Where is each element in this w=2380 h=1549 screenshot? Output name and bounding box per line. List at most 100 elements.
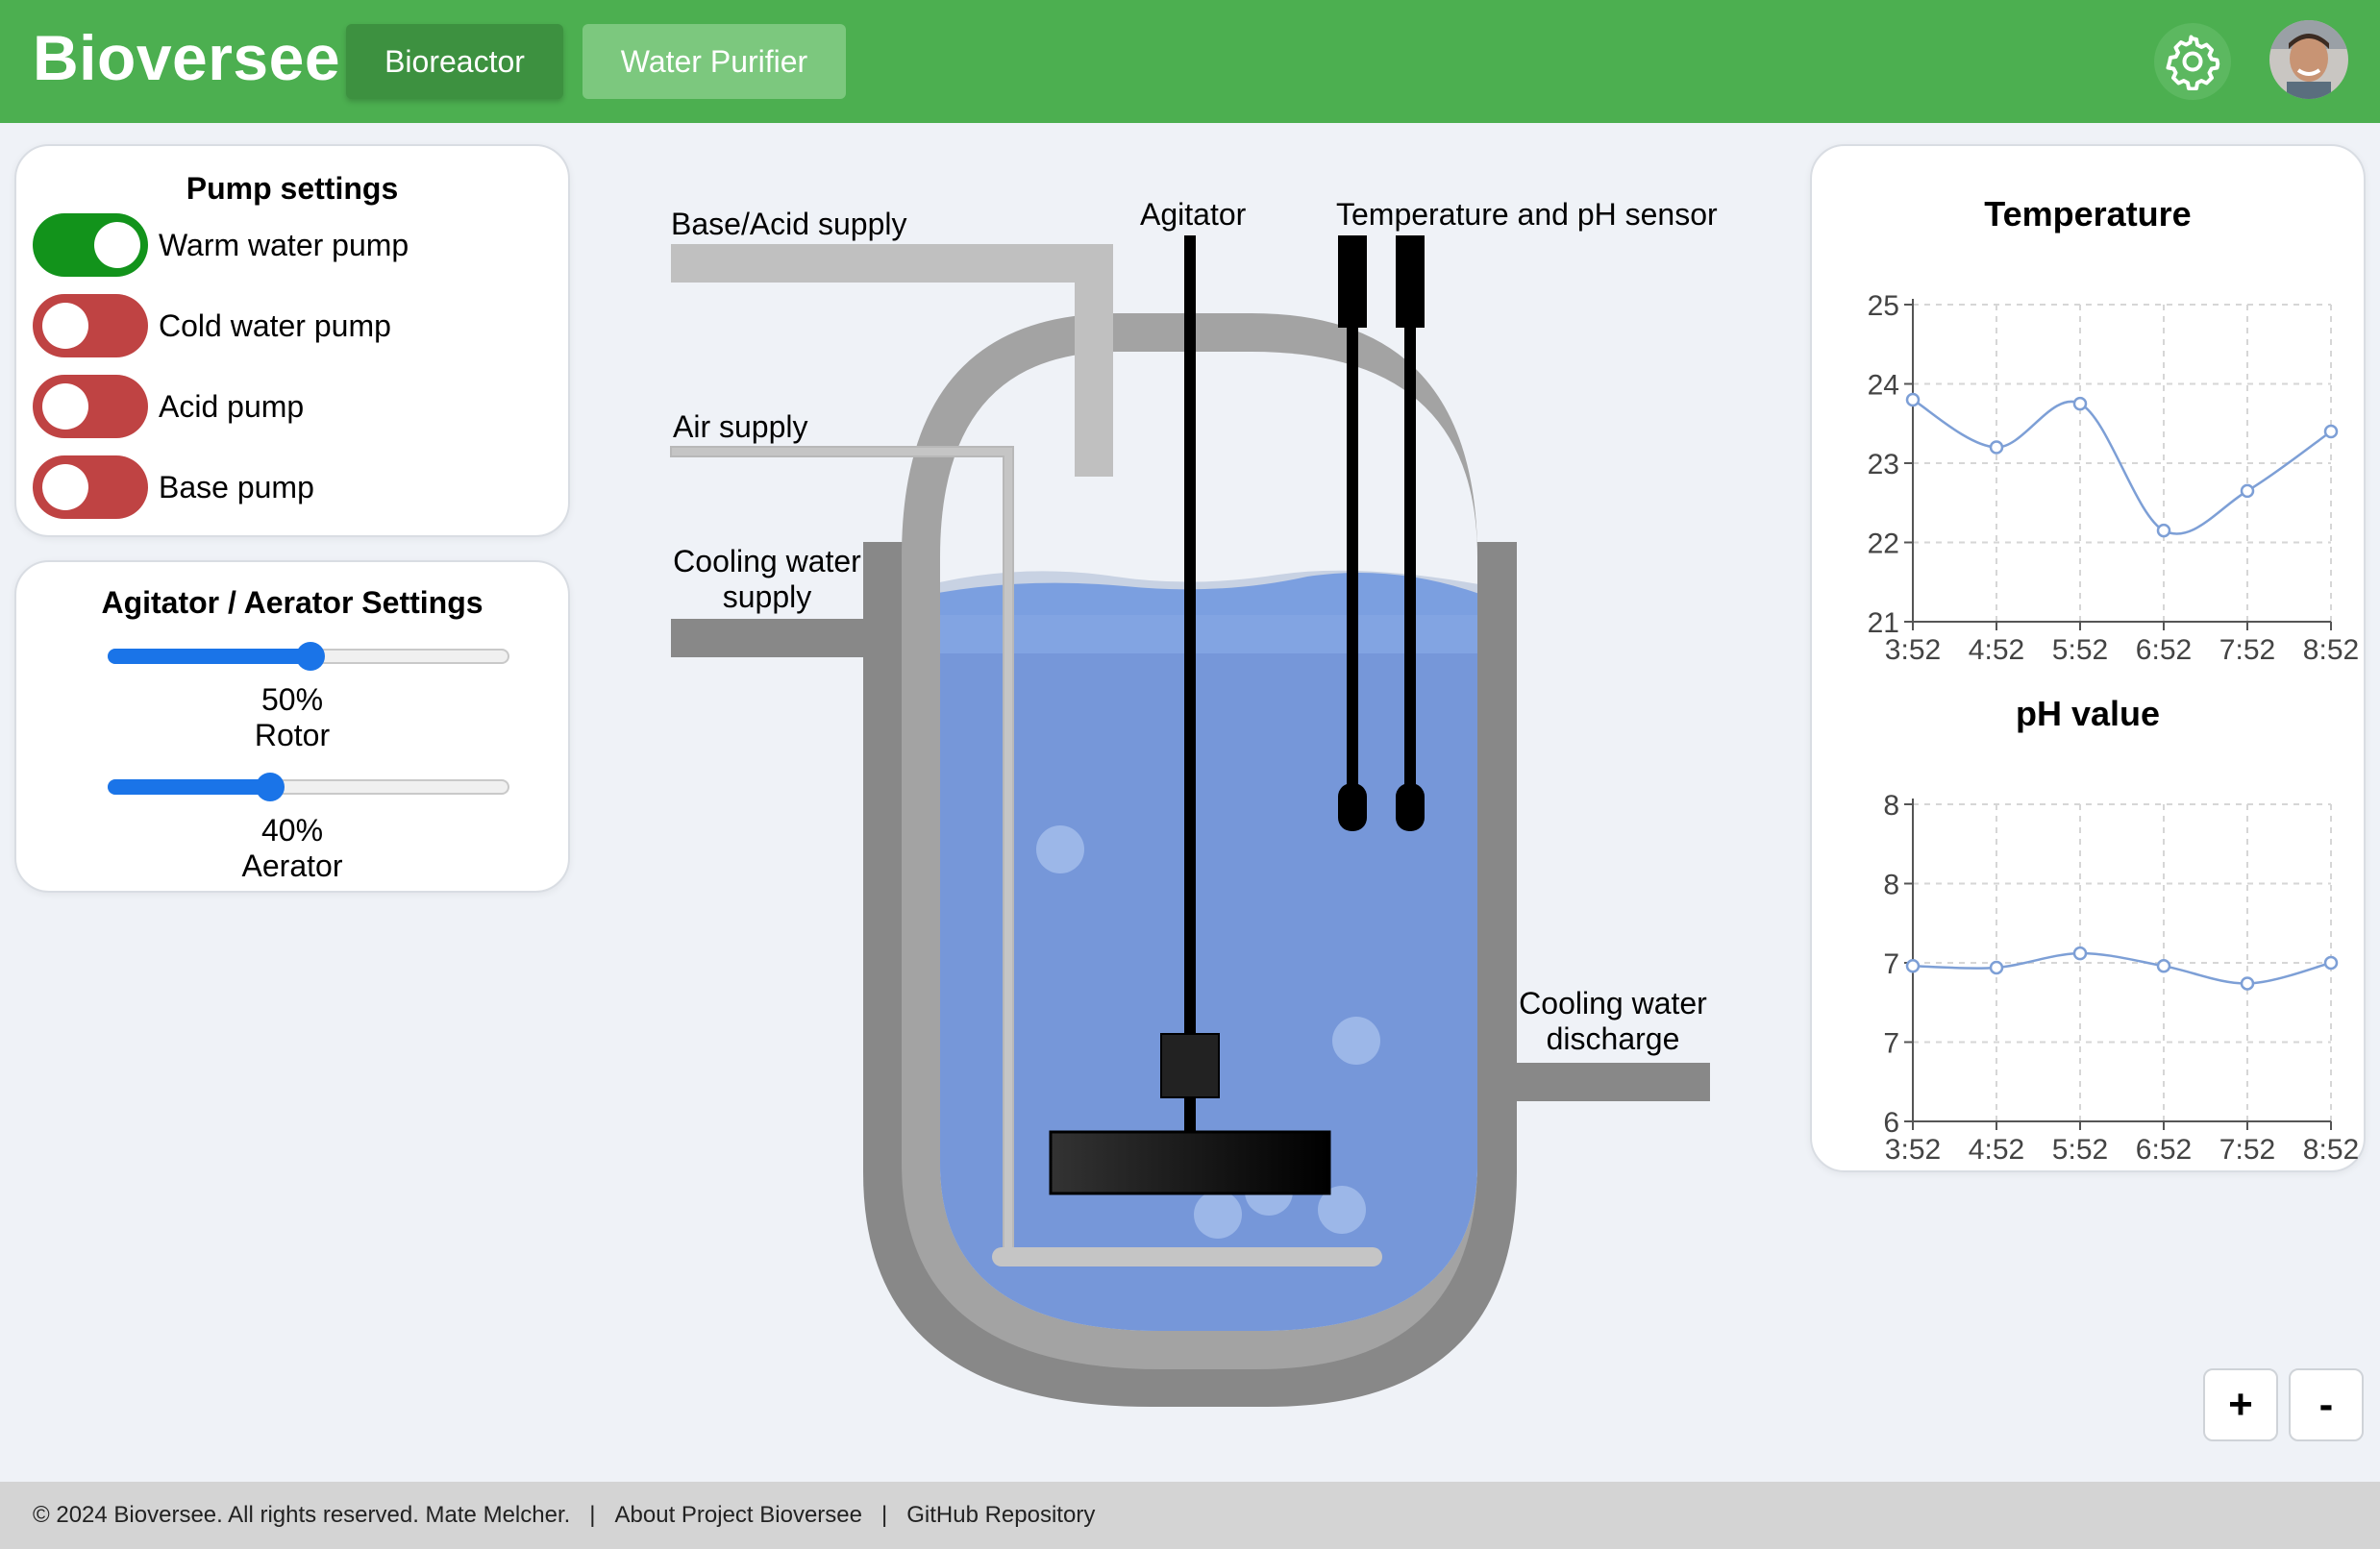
impeller — [1049, 1130, 1331, 1195]
ph-data-point[interactable] — [1989, 960, 2004, 975]
rotor-slider[interactable] — [108, 642, 509, 671]
app-header: Bioversee Bioreactor Water Purifier — [0, 0, 2380, 123]
temperature-data-point[interactable] — [2156, 523, 2171, 538]
pump-settings-card: Pump settings Warm water pump Cold water… — [14, 144, 570, 537]
label-cooling-supply-line2: supply — [722, 579, 812, 614]
aerator-value: 40% — [260, 813, 324, 848]
ph-data-point[interactable] — [2240, 976, 2255, 991]
ph-data-point[interactable] — [2072, 946, 2088, 961]
temperature-data-point[interactable] — [2323, 424, 2339, 439]
ph-chart-title: pH value — [2015, 694, 2161, 733]
ph-sensor-tip — [1396, 783, 1425, 831]
footer: © 2024 Bioversee. All rights reserved. M… — [0, 1482, 2380, 1549]
base-pump-toggle[interactable] — [33, 455, 148, 519]
acid-pump-toggle[interactable] — [33, 375, 148, 438]
base-acid-supply-pipe — [671, 244, 1113, 477]
rotor-value: 50% — [260, 682, 324, 717]
temperature-series-line — [1912, 398, 2332, 535]
footer-github-link[interactable]: GitHub Repository — [906, 1502, 1096, 1528]
temperature-x-tick-label: 3:52 — [1885, 634, 1941, 665]
pump-label: Base pump — [159, 469, 314, 504]
ph-y-tick-label: 7 — [1883, 948, 1899, 980]
ph-x-tick-label: 6:52 — [2136, 1134, 2192, 1165]
agitator-settings-card: Agitator / Aerator Settings 50% Rotor 40… — [14, 560, 570, 893]
avatar[interactable] — [2269, 20, 2348, 99]
zoom-out-button[interactable]: - — [2289, 1368, 2364, 1441]
label-cooling-supply-line1: Cooling water — [673, 544, 861, 578]
footer-about-link[interactable]: About Project Bioversee — [614, 1502, 862, 1528]
aerator-slider-thumb[interactable] — [256, 773, 285, 801]
avatar-image — [2269, 20, 2348, 99]
ph-data-point[interactable] — [1905, 959, 1921, 973]
ph-y-tick-label: 8 — [1883, 870, 1899, 901]
ph-chart: 6 7 7 8 8 3:52 4:52 5:52 6:52 7:52 8:52 — [1883, 790, 2359, 1165]
ph-data-point[interactable] — [2323, 955, 2339, 971]
pump-row-cold-water: Cold water pump — [33, 294, 391, 357]
nav-water-purifier[interactable]: Water Purifier — [583, 24, 846, 99]
ph-x-tick-label: 3:52 — [1885, 1134, 1941, 1165]
temperature-y-tick-label: 22 — [1868, 529, 1899, 560]
ph-y-tick-label: 8 — [1883, 790, 1899, 822]
cooling-water-discharge-pipe — [1515, 1063, 1710, 1101]
agitator-settings-title: Agitator / Aerator Settings — [101, 585, 483, 620]
ph-y-tick-label: 6 — [1883, 1107, 1899, 1139]
ph-x-tick-label: 5:52 — [2052, 1134, 2108, 1165]
temperature-sensor-head — [1338, 235, 1367, 328]
label-temp-ph-sensor: Temperature and pH sensor — [1336, 197, 1718, 232]
sensor-charts-card: Temperature 21 22 23 24 25 3:52 4:52 5:52 6:52 7:… — [1810, 144, 2366, 1172]
temperature-y-tick-label: 24 — [1868, 370, 1899, 402]
label-cooling-discharge-line1: Cooling water — [1519, 986, 1707, 1020]
warm-water-pump-toggle[interactable] — [33, 213, 148, 277]
cooling-water-supply-pipe — [671, 619, 865, 657]
zoom-in-button[interactable]: + — [2203, 1368, 2278, 1441]
temperature-chart-title: Temperature — [1984, 194, 2192, 234]
temperature-sensor-tip — [1338, 783, 1367, 831]
ph-series-line — [1912, 951, 2332, 985]
ph-x-tick-label: 7:52 — [2219, 1134, 2275, 1165]
pump-settings-title: Pump settings — [186, 171, 399, 206]
pump-row-base: Base pump — [33, 455, 314, 519]
temperature-data-point[interactable] — [2240, 483, 2255, 499]
rotor-slider-thumb[interactable] — [296, 642, 325, 671]
temperature-chart: 21 22 23 24 25 3:52 4:52 5:52 6:52 7:52 8:52 — [1868, 290, 2360, 665]
ph-y-tick-label: 7 — [1883, 1028, 1899, 1060]
agitator-shaft — [1184, 235, 1196, 1134]
cold-water-pump-toggle[interactable] — [33, 294, 148, 357]
label-cooling-supply: Cooling water supply — [673, 544, 861, 615]
label-cooling-discharge-line2: discharge — [1546, 1021, 1680, 1056]
pump-label: Cold water pump — [159, 307, 391, 343]
rotor-label: Rotor — [254, 718, 331, 752]
ph-x-tick-label: 4:52 — [1969, 1134, 2024, 1165]
footer-copyright: © 2024 Bioversee. All rights reserved. M… — [33, 1502, 571, 1528]
temperature-x-tick-label: 6:52 — [2136, 634, 2192, 665]
temperature-x-tick-label: 5:52 — [2052, 634, 2108, 665]
settings-button[interactable] — [2154, 23, 2231, 100]
pump-label: Warm water pump — [159, 227, 409, 262]
label-agitator: Agitator — [1140, 197, 1247, 232]
agitator-motor — [1160, 1033, 1220, 1098]
aerator-label: Aerator — [241, 848, 343, 883]
temperature-data-point[interactable] — [1989, 440, 2004, 455]
temperature-data-point[interactable] — [2072, 396, 2088, 411]
pump-row-warm-water: Warm water pump — [33, 213, 409, 277]
temperature-y-tick-label: 25 — [1868, 290, 1899, 322]
temperature-x-tick-label: 7:52 — [2219, 634, 2275, 665]
temperature-y-tick-label: 21 — [1868, 607, 1899, 639]
footer-separator: | — [589, 1502, 596, 1528]
temperature-x-tick-label: 8:52 — [2303, 634, 2359, 665]
nav-bioreactor[interactable]: Bioreactor — [346, 24, 563, 99]
footer-separator: | — [881, 1502, 888, 1528]
bioreactor-diagram — [670, 235, 1710, 1407]
pump-label: Acid pump — [159, 388, 305, 424]
pump-row-acid: Acid pump — [33, 375, 304, 438]
ph-sensor-head — [1396, 235, 1425, 328]
ph-x-tick-label: 8:52 — [2303, 1134, 2359, 1165]
temperature-x-tick-label: 4:52 — [1969, 634, 2024, 665]
temperature-y-tick-label: 23 — [1868, 449, 1899, 480]
brand-logo[interactable]: Bioversee — [33, 22, 341, 93]
aerator-slider[interactable] — [108, 773, 509, 801]
temperature-data-point[interactable] — [1905, 392, 1921, 407]
label-cooling-discharge: Cooling water discharge — [1517, 986, 1709, 1057]
ph-data-point[interactable] — [2156, 959, 2171, 973]
label-air-supply: Air supply — [673, 409, 808, 444]
